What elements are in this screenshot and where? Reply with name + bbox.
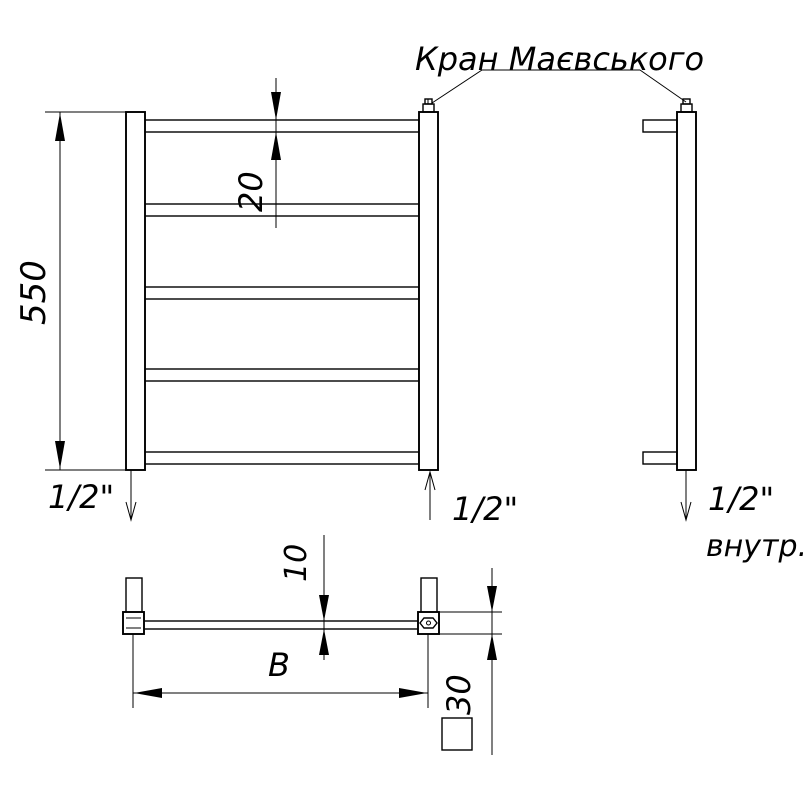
top-view: 10 B 30 — [122, 535, 502, 755]
side-air-valve — [680, 98, 693, 113]
left-post — [125, 111, 146, 471]
right-inlet-label: 1/2" — [452, 490, 518, 528]
top-left-post — [122, 611, 145, 635]
height-label: 550 — [14, 260, 54, 325]
valve-leader — [431, 69, 640, 104]
width-dimension — [132, 634, 429, 708]
top-right-stub — [420, 577, 438, 614]
side-view: 1/2" внутр. — [639, 69, 803, 564]
side-bracket-bottom — [642, 451, 678, 465]
left-outlet-arrow — [125, 470, 137, 522]
side-bracket-top — [642, 119, 678, 133]
depth-dimension — [439, 568, 502, 755]
side-outlet-arrow — [680, 470, 692, 522]
left-inlet-label: 1/2" — [48, 478, 114, 516]
rung — [142, 451, 420, 465]
hex-nut-icon — [419, 617, 438, 629]
right-post — [418, 111, 439, 471]
top-right-post — [417, 611, 440, 635]
offset-dimension — [319, 535, 329, 660]
air-valve — [422, 98, 435, 113]
side-thread-note: внутр. — [706, 529, 803, 564]
rung — [142, 203, 420, 217]
top-rung — [142, 620, 420, 630]
square-section-icon — [441, 717, 473, 751]
rung — [142, 119, 420, 133]
side-post — [676, 111, 697, 471]
rungs — [142, 119, 420, 465]
side-valve-leader — [639, 69, 687, 103]
rung — [142, 286, 420, 300]
rung — [142, 368, 420, 382]
rung-gap-dimension — [271, 78, 281, 228]
depth-label: 30 — [440, 674, 478, 715]
valve-label: Кран Маєвського — [415, 40, 704, 78]
offset-label: 10 — [279, 544, 314, 582]
side-thread-label: 1/2" — [708, 480, 774, 518]
width-label: B — [268, 646, 290, 684]
front-view: Кран Маєвського 550 20 1/2" 1/2" — [14, 40, 704, 528]
rung-gap-label: 20 — [232, 171, 270, 212]
right-inlet-arrow — [424, 470, 436, 520]
top-left-stub — [125, 577, 143, 614]
height-dimension — [45, 111, 126, 471]
